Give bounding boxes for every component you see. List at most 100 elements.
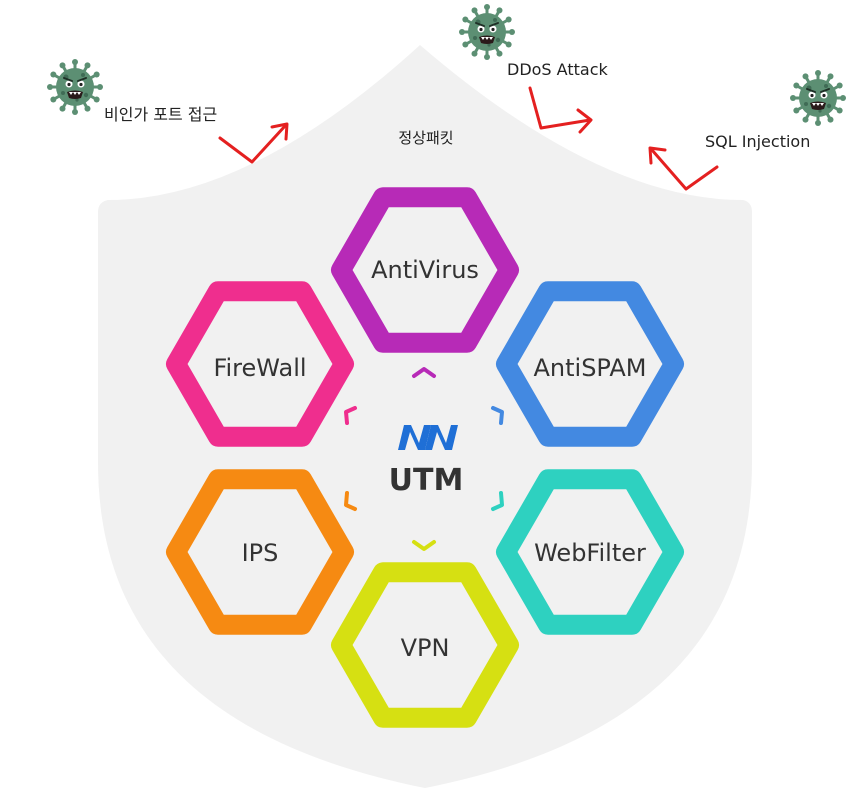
hexagon-ips: [166, 469, 354, 635]
normal-packet-label: 정상패킷: [398, 129, 453, 147]
hexagon-antispam: [496, 281, 684, 447]
virus-spike-tip: [793, 107, 800, 114]
module-label-vpn: VPN: [401, 634, 450, 662]
virus-spot: [83, 92, 89, 98]
virus-icon: [790, 70, 846, 126]
virus-spike-tip: [496, 7, 503, 14]
virus-spike-tip: [84, 105, 91, 112]
connector-chevrons: [344, 367, 504, 551]
virus-spot: [824, 84, 828, 88]
module-vpn[interactable]: VPN: [331, 562, 519, 728]
virus-spot: [75, 98, 79, 102]
module-label-antivirus: AntiVirus: [371, 256, 479, 284]
virus-brow: [806, 88, 830, 93]
threat-arrows: [218, 86, 719, 191]
virus-teeth: [69, 92, 81, 95]
arrow-sql-injection-icon: [648, 146, 719, 191]
virus-spike-tip: [93, 71, 100, 78]
virus-spike-tip: [84, 62, 91, 69]
virus-spike-tip: [827, 73, 834, 80]
virus-spot: [826, 103, 832, 109]
virus-brow: [63, 77, 87, 82]
threat-label-sql: SQL Injection: [705, 132, 810, 151]
virus-spike-tip: [827, 116, 834, 123]
virus-teeth: [481, 37, 493, 40]
arrow-ddos-attack-icon: [528, 86, 593, 134]
virus-spot: [61, 91, 65, 95]
virus-spike-tip: [815, 120, 821, 126]
virus-spike-tip: [72, 59, 78, 65]
virus-pupil: [810, 93, 814, 98]
virus-spike-tip: [50, 71, 57, 78]
virus-spike-tip: [505, 41, 512, 48]
virus-spike-tip: [459, 29, 465, 35]
module-label-firewall: FireWall: [213, 354, 306, 382]
virus-spike-tip: [462, 41, 469, 48]
chevron-antivirus-icon: [412, 367, 436, 378]
hexagon-firewall: [166, 281, 354, 447]
virus-body: [799, 79, 837, 117]
virus-spot: [804, 102, 808, 106]
hexagon-vpn: [331, 562, 519, 728]
virus-pupil: [491, 27, 495, 32]
virus-spike-tip: [471, 50, 478, 57]
nn-logo-icon: [398, 425, 458, 450]
virus-spot: [495, 37, 501, 43]
module-ips[interactable]: IPS: [166, 469, 354, 635]
virus-spike-tip: [836, 82, 843, 89]
hexagon-webfilter: [496, 469, 684, 635]
virus-spike-tip: [59, 105, 66, 112]
chevron-ips-icon: [344, 491, 357, 511]
virus-spike-tip: [509, 29, 515, 35]
virus-spike-tip: [836, 107, 843, 114]
virus-spike-tip: [790, 95, 796, 101]
chevron-vpn-icon: [412, 540, 436, 551]
virus-spike-tip: [840, 95, 846, 101]
virus-icon: [459, 4, 515, 60]
virus-spot: [473, 36, 477, 40]
virus-spot: [493, 18, 497, 22]
module-label-antispam: AntiSPAM: [533, 354, 646, 382]
virus-pupil: [479, 27, 483, 32]
virus-spike-tip: [50, 96, 57, 103]
virus-icon: [47, 59, 103, 115]
chevron-antispam-icon: [491, 406, 504, 425]
virus-spike-tip: [471, 7, 478, 14]
center-title: UTM: [389, 463, 464, 498]
chevron-firewall-icon: [344, 406, 357, 425]
virus-spike-tip: [815, 70, 821, 76]
virus-spike-tip: [72, 109, 78, 115]
virus-pupil: [79, 82, 83, 87]
virus-spot: [81, 73, 85, 77]
module-label-ips: IPS: [242, 539, 279, 567]
module-antivirus[interactable]: AntiVirus: [331, 187, 519, 353]
virus-teeth: [812, 103, 824, 106]
virus-body: [468, 13, 506, 51]
virus-spike-tip: [93, 96, 100, 103]
module-antispam[interactable]: AntiSPAM: [496, 281, 684, 447]
virus-spike-tip: [484, 54, 490, 60]
virus-spike-tip: [97, 84, 103, 90]
virus-spike-tip: [793, 82, 800, 89]
chevron-webfilter-icon: [491, 491, 504, 511]
threat-label-port: 비인가 포트 접근: [104, 105, 217, 124]
module-label-webfilter: WebFilter: [534, 539, 646, 567]
virus-spike-tip: [47, 84, 53, 90]
module-webfilter[interactable]: WebFilter: [496, 469, 684, 635]
virus-body: [56, 68, 94, 106]
virus-spike-tip: [496, 50, 503, 57]
virus-spike-tip: [802, 73, 809, 80]
module-firewall[interactable]: FireWall: [166, 281, 354, 447]
virus-spot: [818, 109, 822, 113]
virus-brow: [475, 22, 499, 27]
arrow-port-attack-icon: [218, 122, 289, 164]
virus-spike-tip: [802, 116, 809, 123]
virus-pupil: [822, 93, 826, 98]
virus-spike-tip: [59, 62, 66, 69]
hexagon-antivirus: [331, 187, 519, 353]
virus-pupil: [67, 82, 71, 87]
threat-label-ddos: DDoS Attack: [507, 60, 608, 79]
virus-spike-tip: [505, 16, 512, 23]
virus-spike-tip: [484, 4, 490, 10]
